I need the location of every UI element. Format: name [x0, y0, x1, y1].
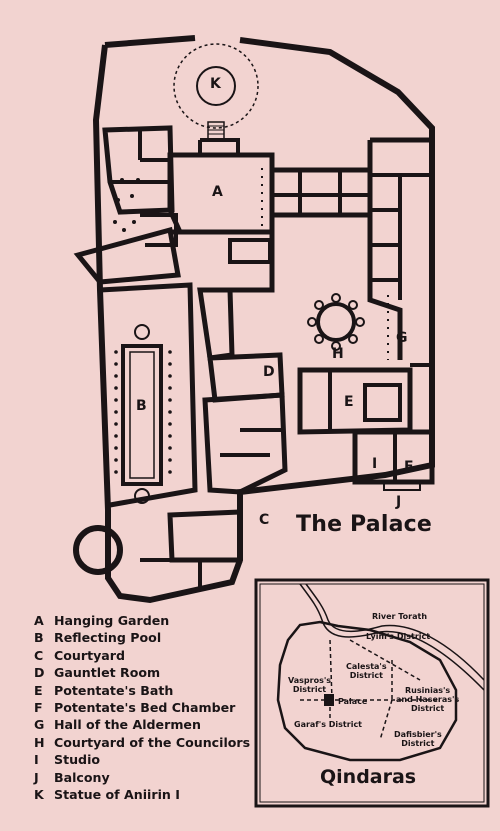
council-table	[316, 302, 356, 342]
outer-wall	[92, 35, 435, 604]
inset-map	[254, 578, 490, 808]
room-label-h: H	[332, 346, 344, 362]
statue-inner	[196, 66, 236, 106]
inset-palace-label: Palace	[338, 697, 368, 706]
room-label-a: A	[212, 184, 223, 200]
inset-river-label: River Torath	[372, 612, 428, 621]
sw-tower	[73, 525, 123, 575]
room-label-g: G	[396, 330, 408, 346]
room-label-e: E	[344, 394, 354, 410]
inset-title: Qindaras	[320, 766, 417, 788]
map-title: The Palace	[296, 512, 432, 537]
room-label-b: B	[136, 398, 147, 414]
room-label-j: J	[396, 494, 402, 510]
statue-ring	[173, 43, 259, 129]
room-label-k: K	[210, 76, 221, 92]
inset-district-lyim: Lyim's District	[366, 632, 431, 641]
inset-district-garaf: Garaf's District	[294, 720, 363, 729]
reflecting-pool	[121, 344, 163, 486]
room-label-i: I	[372, 456, 378, 472]
room-label-c: C	[259, 512, 270, 528]
room-label-f: F	[404, 459, 414, 475]
palace-marker	[324, 694, 334, 706]
room-label-d: D	[263, 364, 275, 380]
